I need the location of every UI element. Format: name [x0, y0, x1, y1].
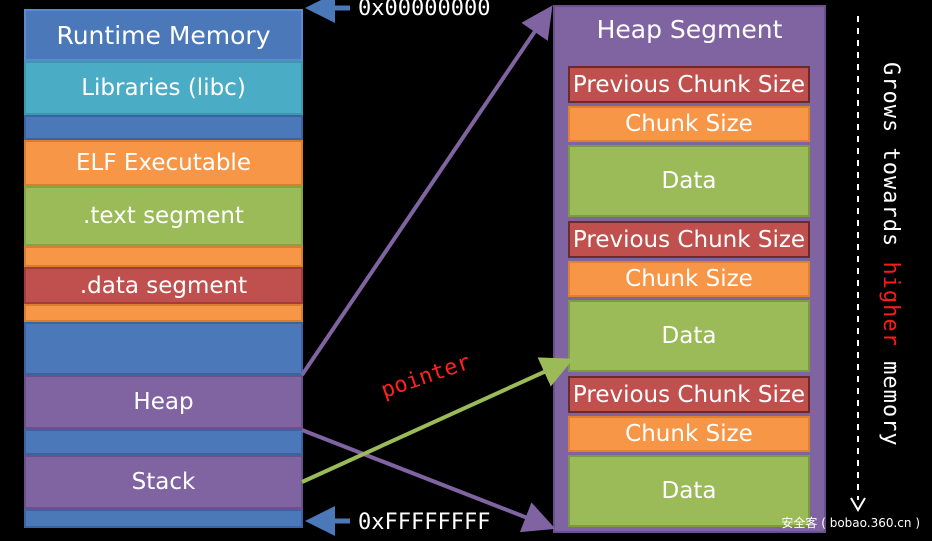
address-high-label: 0xFFFFFFFF — [358, 510, 491, 535]
chunk-2-prev-size: Previous Chunk Size — [568, 221, 810, 258]
chunk-2-data: Data — [568, 300, 810, 372]
grows-text-a: Grows towards — [878, 62, 903, 262]
heap-top-arrow — [300, 5, 553, 377]
gap-block-1 — [24, 115, 303, 140]
gap-block-4 — [24, 509, 303, 528]
chunk-1-size: Chunk Size — [568, 106, 810, 142]
heap-segment-title: Heap Segment — [596, 15, 783, 44]
gap-block-3 — [24, 429, 303, 455]
pointer-arrow — [301, 357, 574, 484]
chunk-1-prev-size: Previous Chunk Size — [568, 66, 810, 103]
elf-spacer-1 — [24, 246, 303, 267]
chunk-1-data: Data — [568, 145, 810, 217]
elf-spacer-2 — [24, 304, 303, 322]
elf-executable-block: ELF Executable — [24, 140, 303, 186]
chunk-3-prev-size: Previous Chunk Size — [568, 376, 810, 413]
libraries-block: Libraries (libc) — [24, 61, 303, 115]
runtime-memory-title: Runtime Memory — [24, 9, 303, 61]
text-segment-block: .text segment — [24, 186, 303, 246]
chunk-3-size: Chunk Size — [568, 416, 810, 452]
data-segment-block: .data segment — [24, 267, 303, 304]
gap-block-2 — [24, 322, 303, 375]
stack-block: Stack — [24, 455, 303, 509]
grows-direction-arrowhead — [850, 497, 866, 512]
address-low-label: 0x00000000 — [358, 0, 491, 21]
grows-text-highlight: higher — [878, 261, 903, 347]
watermark: 安全客 ( bobao.360.cn ) — [781, 516, 920, 530]
grows-text-b: memory — [878, 346, 903, 447]
chunk-3-data: Data — [568, 455, 810, 527]
grows-towards-label: Grows towards higher memory — [878, 62, 903, 447]
chunk-2-size: Chunk Size — [568, 261, 810, 297]
heap-bottom-arrow — [301, 428, 556, 533]
heap-block: Heap — [24, 375, 303, 429]
